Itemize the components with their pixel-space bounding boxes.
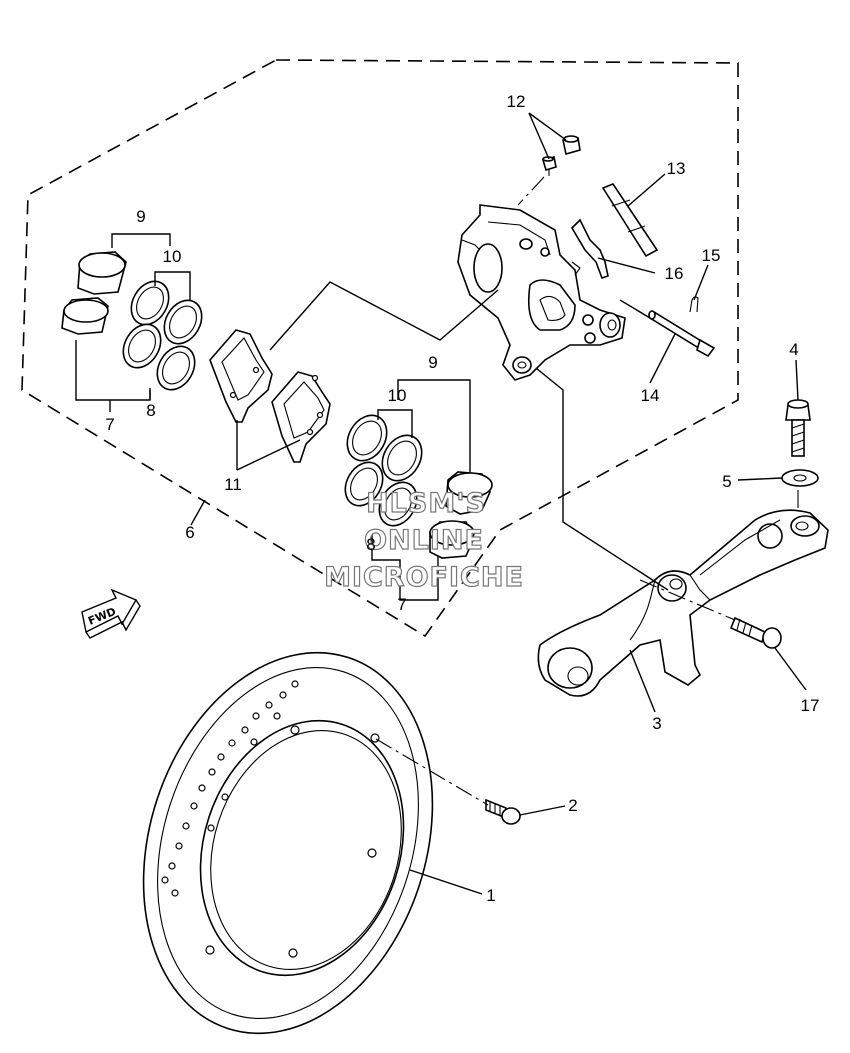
- brake-disc: [142, 651, 434, 1035]
- bleed-screws: [541, 135, 581, 176]
- callout-6: 6: [185, 523, 194, 542]
- bracket-bolt: [785, 399, 811, 457]
- callout-9-second: 9: [428, 353, 437, 372]
- watermark-line-3: MICROFICHE: [324, 562, 524, 593]
- callout-10: 10: [163, 247, 182, 266]
- callout-7-second: 7: [397, 595, 406, 614]
- pad-pin: [648, 310, 716, 358]
- callout-5: 5: [722, 472, 731, 491]
- seal-set-1: [122, 280, 203, 391]
- leader-lines: [75, 112, 807, 895]
- callout-13: 13: [667, 159, 686, 178]
- callout-10-second: 10: [388, 386, 407, 405]
- callout-12: 12: [507, 92, 526, 111]
- callout-3: 3: [652, 714, 661, 733]
- forward-arrow-icon: FWD: [81, 588, 141, 639]
- brake-pad-1: [209, 329, 273, 423]
- watermark: HLSM'S ONLINE MICROFICHE: [323, 487, 524, 593]
- callout-15: 15: [702, 246, 721, 265]
- brake-pad-2: [271, 371, 331, 463]
- caliper-body: [457, 204, 626, 381]
- callout-17: 17: [801, 696, 820, 715]
- callout-1: 1: [486, 886, 495, 905]
- callout-8: 8: [146, 401, 155, 420]
- piston-set-2: [429, 471, 493, 559]
- callout-11: 11: [224, 475, 242, 494]
- callout-16: 16: [665, 264, 684, 283]
- disc-holes: [161, 680, 380, 958]
- pad-clip: [570, 218, 609, 280]
- callout-9: 9: [136, 207, 145, 226]
- bracket-bolt-lower: [729, 616, 782, 649]
- piston-set-1: [61, 251, 127, 335]
- callout-7: 7: [105, 415, 114, 434]
- washer: [781, 469, 819, 487]
- caliper-bracket: [537, 509, 829, 697]
- callout-2: 2: [568, 796, 577, 815]
- pad-spring: [601, 183, 659, 258]
- watermark-line-2: ONLINE: [364, 525, 484, 556]
- callout-14: 14: [641, 386, 660, 405]
- assembly-boundary: [21, 59, 739, 638]
- seal-set-2: [344, 414, 423, 527]
- callout-4: 4: [789, 340, 798, 359]
- callouts: 1 2 3 4 5 6 7 8 9 10 11 12 13 14 15 16 1…: [105, 92, 819, 905]
- disc-bolt: [485, 798, 521, 825]
- callout-8-second: 8: [366, 535, 375, 554]
- watermark-line-1: HLSM'S: [366, 488, 486, 519]
